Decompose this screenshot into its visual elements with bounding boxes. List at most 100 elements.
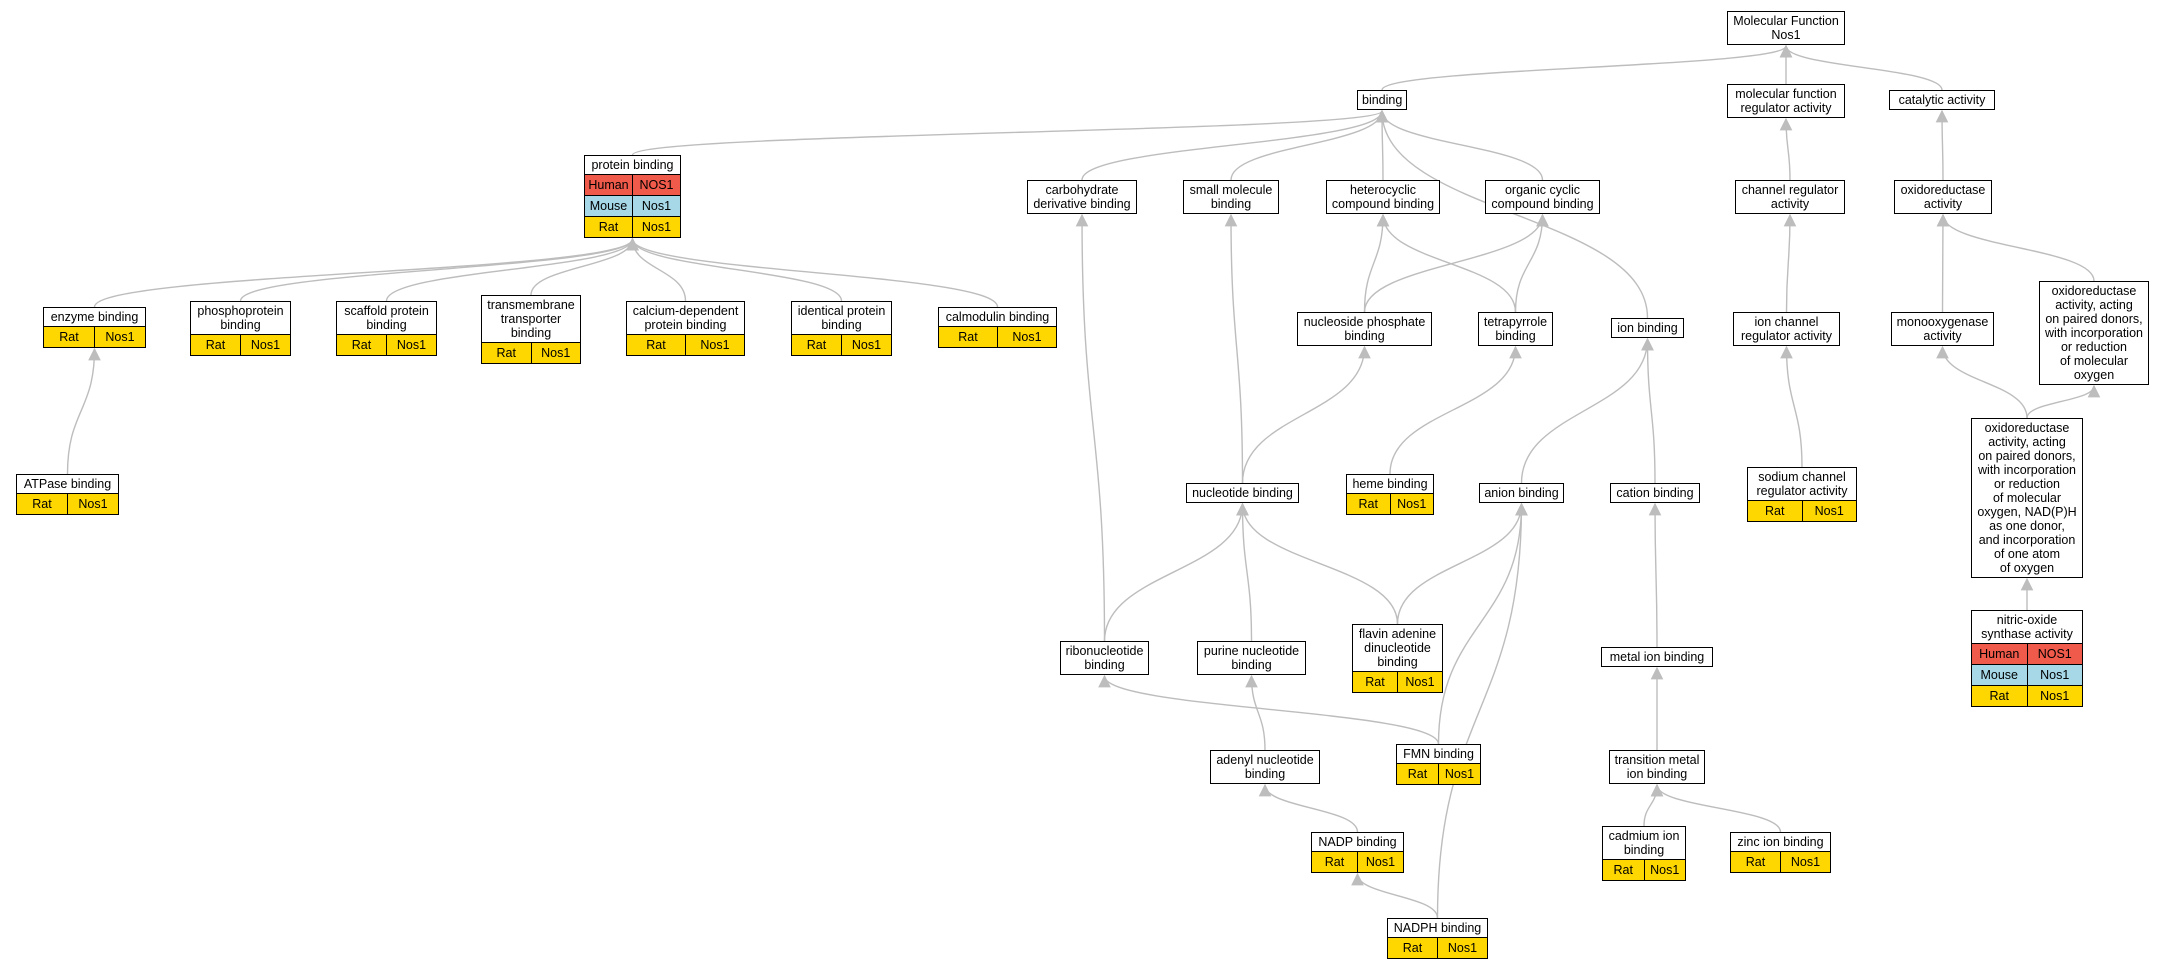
term-label: nucleotide binding <box>1187 484 1298 502</box>
term-label-line: metal ion binding <box>1609 650 1705 664</box>
term-label-line: derivative binding <box>1033 197 1131 211</box>
gene-cell: Nos1 <box>2026 665 2082 685</box>
term-label-line: binding <box>821 318 862 332</box>
term-label-line: binding <box>1344 329 1385 343</box>
term-label-line: calmodulin binding <box>945 310 1050 324</box>
species-cell: Rat <box>1347 494 1390 514</box>
edge-fad-to-nucleo <box>1236 502 1399 625</box>
term-label-line: nitric-oxide <box>1996 613 2058 627</box>
term-label-line: cadmium ion <box>1608 829 1680 843</box>
term-label-line: sodium channel <box>1758 470 1846 484</box>
term-label-line: activity, acting <box>2055 298 2133 312</box>
edge-enzyme-to-prot <box>93 237 639 308</box>
species-cell: Rat <box>482 343 531 363</box>
edge-heme-to-tetra <box>1389 345 1522 475</box>
term-label-line: or reduction <box>1993 477 2060 491</box>
term-label: NADP binding <box>1312 833 1403 851</box>
term-label-line: ribonucleotide <box>1065 644 1144 658</box>
edge-ribo-to-nucleo <box>1103 502 1249 642</box>
edge-purine-to-nucleo <box>1236 502 1253 642</box>
term-label-line: cation binding <box>1616 486 1694 500</box>
gene-cell: Nos1 <box>685 335 744 355</box>
species-cell: Rat <box>939 327 997 347</box>
edge-zinc-to-transm <box>1650 783 1782 833</box>
edge-small-to-bind <box>1230 109 1389 181</box>
term-label: heme binding <box>1347 475 1433 493</box>
term-label-line: heterocyclic <box>1350 183 1416 197</box>
term-label: protein binding <box>585 156 680 174</box>
gene-cell: Nos1 <box>632 217 680 237</box>
edge-anion-to-ion <box>1520 337 1654 484</box>
species-cell: Rat <box>17 494 67 514</box>
gene-cell: NOS1 <box>632 175 680 195</box>
edge-tetra-to-orgcyc <box>1514 213 1549 313</box>
term-label-line: binding <box>1495 329 1536 343</box>
gene-cell: Nos1 <box>1437 938 1487 958</box>
species-cell: Mouse <box>1972 665 2027 685</box>
term-label-line: identical protein <box>797 304 886 318</box>
term-label-line: binding <box>366 318 407 332</box>
term-label-line: zinc ion binding <box>1737 835 1824 849</box>
term-label-line: oxidoreductase <box>1984 421 2070 435</box>
edge-calmod-to-prot <box>626 237 999 308</box>
term-label-line: regulator activity <box>1740 101 1832 115</box>
edge-monoox-to-oxred <box>1936 213 1950 313</box>
go-term-nucleo: nucleotide binding <box>1186 483 1299 503</box>
term-label-line: ion binding <box>1617 321 1678 335</box>
edge-oxnadph-to-oxpair <box>2026 384 2101 419</box>
term-label-line: transporter <box>500 312 562 326</box>
term-label-line: transmembrane <box>487 298 575 312</box>
species-cell: Human <box>585 175 632 195</box>
term-label-line: monooxygenase <box>1896 315 1989 329</box>
edge-cadm-to-transm <box>1643 783 1664 827</box>
term-label-line: and incorporation <box>1978 533 2076 547</box>
term-label: anion binding <box>1480 484 1563 502</box>
term-label-line: catalytic activity <box>1898 93 1986 107</box>
edge-nucleo-to-small <box>1224 213 1244 484</box>
term-label: binding <box>1358 91 1406 109</box>
edge-fmn-to-anion <box>1437 502 1528 745</box>
term-label-line: on paired donors, <box>2045 312 2143 326</box>
species-cell: Rat <box>1748 501 1802 521</box>
species-cell: Rat <box>1388 938 1437 958</box>
term-label-line: binding <box>1244 767 1286 781</box>
term-label-line: binding <box>220 318 261 332</box>
gene-cell: Nos1 <box>1397 672 1442 692</box>
term-label-line: binding <box>1210 197 1252 211</box>
edge-adenyl-to-purine <box>1245 674 1266 751</box>
term-label-line: channel regulator <box>1741 183 1839 197</box>
gene-cell: Nos1 <box>240 335 290 355</box>
edge-fmn-to-ribo <box>1098 674 1440 745</box>
term-label-line: on paired donors, <box>1978 449 2076 463</box>
term-label-line: binding <box>1084 658 1125 672</box>
edge-atpase-to-enzyme <box>66 347 101 475</box>
term-label-line: compound binding <box>1331 197 1435 211</box>
